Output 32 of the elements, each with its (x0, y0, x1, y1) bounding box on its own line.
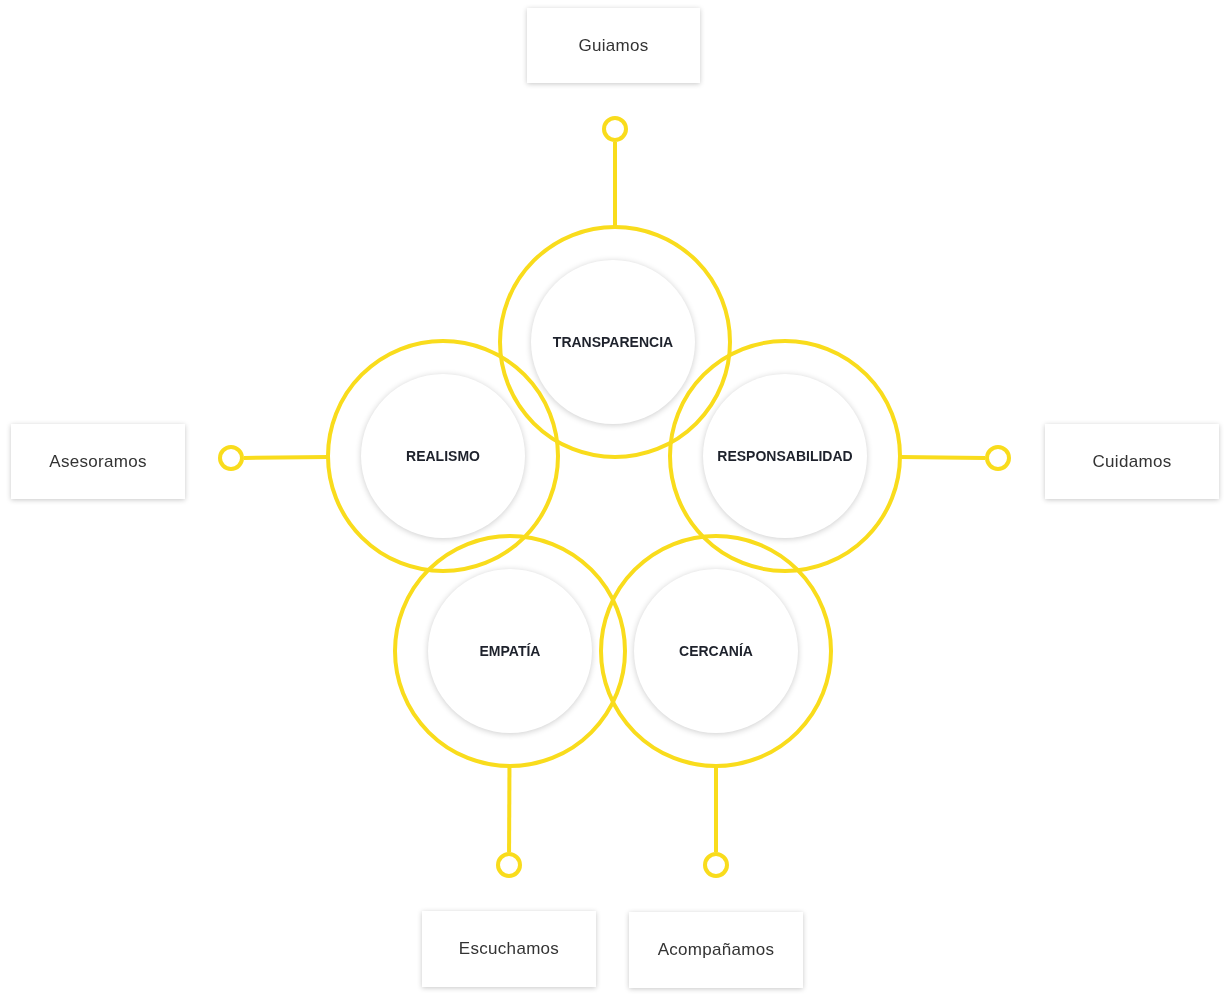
connector-line (507, 766, 512, 852)
value-circle (361, 374, 525, 538)
value-label: TRANSPARENCIA (552, 334, 674, 350)
value-circle (428, 569, 592, 733)
ring-circle (393, 534, 627, 768)
action-label: Asesoramos (49, 451, 147, 472)
value-circle (703, 374, 867, 538)
label-card (11, 424, 185, 499)
connector-line (899, 455, 986, 460)
action-label: Guiamos (578, 35, 649, 56)
label-card (422, 911, 596, 987)
end-dot (496, 852, 522, 878)
value-label: RESPONSABILIDAD (717, 448, 853, 464)
value-label: REALISMO (406, 448, 480, 464)
action-label: Escuchamos (458, 939, 560, 959)
value-label: CERCANÍA (679, 643, 753, 659)
action-label: Acompañamos (657, 940, 775, 960)
ring-circle (599, 534, 833, 768)
end-dot (985, 445, 1011, 471)
connector-line (243, 455, 329, 460)
value-circle (634, 569, 798, 733)
label-card (629, 912, 803, 988)
value-label: EMPATÍA (479, 643, 541, 659)
value-circle (531, 260, 695, 424)
end-dot (602, 116, 628, 142)
label-card (1045, 424, 1219, 499)
action-label: Cuidamos (1092, 451, 1172, 472)
connector-line (714, 766, 718, 852)
connector-line (613, 142, 617, 227)
end-dot (218, 445, 244, 471)
end-dot (703, 852, 729, 878)
label-card (527, 8, 700, 83)
